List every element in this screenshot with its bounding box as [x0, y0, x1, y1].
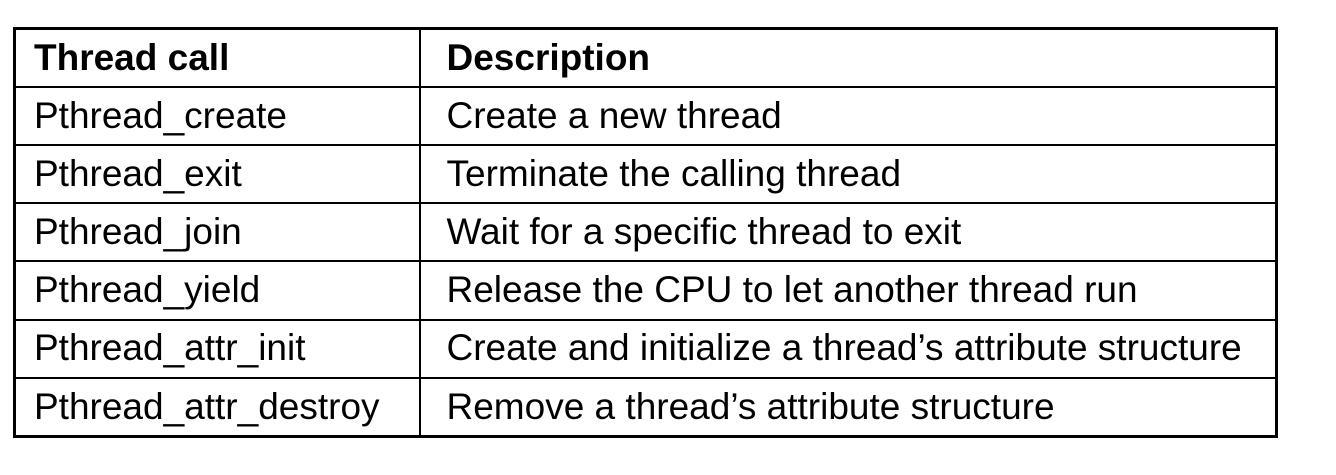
column-header-description: Description: [418, 27, 1278, 88]
description-cell: Create and initialize a thread’s attribu…: [418, 318, 1278, 379]
thread-call-cell: Pthread_exit: [13, 144, 421, 205]
table-row: Pthread_create Create a new thread: [13, 85, 1278, 147]
thread-call-cell: Pthread_create: [13, 85, 421, 147]
description-cell: Terminate the calling thread: [418, 144, 1278, 205]
table-row: Pthread_attr_destroy Remove a thread’s a…: [13, 376, 1278, 438]
header-row: Thread call Description: [13, 27, 1278, 88]
thread-call-cell: Pthread_attr_init: [13, 318, 421, 379]
table-row: Pthread_yield Release the CPU to let ano…: [13, 260, 1278, 321]
description-cell: Remove a thread’s attribute structure: [418, 376, 1278, 438]
description-cell: Create a new thread: [418, 85, 1278, 147]
description-cell: Wait for a specific thread to exit: [418, 202, 1278, 263]
table-body: Pthread_create Create a new thread Pthre…: [13, 85, 1278, 438]
table-row: Pthread_join Wait for a specific thread …: [13, 202, 1278, 263]
table-row: Pthread_attr_init Create and initialize …: [13, 318, 1278, 379]
column-header-thread-call: Thread call: [13, 27, 421, 88]
table-header: Thread call Description: [13, 27, 1278, 88]
description-cell: Release the CPU to let another thread ru…: [418, 260, 1278, 321]
table-row: Pthread_exit Terminate the calling threa…: [13, 144, 1278, 205]
thread-call-cell: Pthread_join: [13, 202, 421, 263]
thread-call-cell: Pthread_attr_destroy: [13, 376, 421, 438]
pthread-calls-table: Thread call Description Pthread_create C…: [13, 27, 1278, 438]
thread-call-cell: Pthread_yield: [13, 260, 421, 321]
